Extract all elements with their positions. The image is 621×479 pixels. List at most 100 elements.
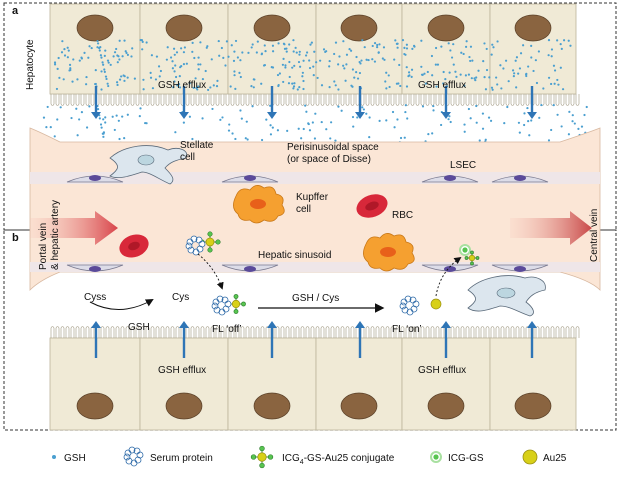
gsh-dot xyxy=(123,137,126,140)
gsh-dot xyxy=(322,48,326,51)
gsh-dot xyxy=(396,42,399,45)
gsh-dot xyxy=(421,105,425,108)
gsh-dot xyxy=(118,39,121,42)
gsh-dot xyxy=(239,75,242,79)
gsh-dot xyxy=(514,59,517,62)
gsh-dot xyxy=(556,39,559,42)
gsh-dot xyxy=(571,114,574,117)
kupffer-cell-bottom xyxy=(363,233,415,272)
gsh-dot xyxy=(171,60,174,63)
gsh-dot xyxy=(478,139,481,142)
gsh-dot xyxy=(399,136,403,140)
gsh-dot xyxy=(252,78,255,81)
gsh-dot xyxy=(191,50,194,53)
gsh-dot xyxy=(550,48,554,51)
gsh-dot xyxy=(351,115,355,119)
gsh-dot xyxy=(294,46,297,49)
gsh-dot xyxy=(229,85,232,88)
gsh-dot xyxy=(475,76,478,79)
gsh-dot xyxy=(314,112,317,115)
gsh-dot xyxy=(359,62,362,65)
gsh-dot xyxy=(356,116,359,119)
gsh-dot xyxy=(85,83,88,86)
gsh-dot xyxy=(405,66,408,69)
gsh-dot xyxy=(362,108,365,111)
gsh-dot xyxy=(130,55,133,58)
gsh-dot xyxy=(196,88,199,91)
gsh-dot xyxy=(467,107,470,111)
gsh-dot xyxy=(133,77,136,80)
gsh-dot xyxy=(207,88,210,92)
gsh-dot xyxy=(434,46,438,50)
disse-band-bottom xyxy=(30,262,600,272)
gsh-dot xyxy=(367,58,370,62)
gsh-dot xyxy=(158,75,161,78)
gsh-dot xyxy=(355,70,358,74)
gsh-dot xyxy=(177,83,181,86)
gsh-dot xyxy=(342,40,345,43)
gsh-dot xyxy=(304,54,308,57)
gsh-dot xyxy=(69,67,72,70)
gsh-dot xyxy=(251,43,254,46)
gsh-dot xyxy=(519,52,523,55)
gsh-dot xyxy=(522,44,525,47)
gsh-dot xyxy=(340,109,343,112)
gsh-dot xyxy=(432,104,435,108)
lsec-nucleus xyxy=(444,175,456,181)
gsh-dot xyxy=(94,69,97,72)
kupffer-cell-top xyxy=(233,185,285,224)
gsh-dot xyxy=(124,50,127,53)
gsh-dot xyxy=(227,55,230,58)
gsh-dot xyxy=(204,69,207,73)
gsh-dot xyxy=(88,105,91,108)
gsh-dot xyxy=(241,51,244,54)
gsh-dot xyxy=(157,65,161,68)
gsh-dot xyxy=(420,73,424,76)
gsh-dot xyxy=(141,40,144,43)
gsh-dot xyxy=(311,121,314,124)
gsh-dot xyxy=(410,75,413,78)
rbc-bottom xyxy=(119,234,149,258)
gsh-dot xyxy=(277,42,280,45)
gsh-dot xyxy=(83,51,86,54)
gsh-dot xyxy=(139,107,142,110)
gsh-dot xyxy=(102,118,105,121)
gsh-dot xyxy=(343,67,346,70)
gsh-dot xyxy=(175,51,179,54)
gsh-dot xyxy=(363,46,366,49)
hepatocyte-cell xyxy=(139,3,229,95)
gsh-dot xyxy=(255,51,258,54)
gsh-dot xyxy=(556,78,559,82)
gsh-dot xyxy=(452,63,455,66)
gsh-dot xyxy=(547,54,550,57)
gsh-dot xyxy=(330,121,333,124)
gsh-dot xyxy=(216,79,219,82)
gsh-dot xyxy=(301,75,304,78)
cys-label: Cys xyxy=(172,292,189,303)
gsh-dot xyxy=(260,138,264,142)
gsh-dot xyxy=(550,128,553,132)
gsh-dot xyxy=(308,59,311,62)
gsh-dot xyxy=(395,82,399,85)
gsh-dot xyxy=(518,131,521,134)
gsh-dot xyxy=(465,40,468,43)
gsh-dot xyxy=(471,59,474,62)
gsh-dot xyxy=(337,105,340,108)
gsh-dot xyxy=(378,119,381,122)
gsh-dot xyxy=(219,118,222,121)
gsh-dot xyxy=(358,71,362,75)
gsh-dot xyxy=(365,58,368,61)
gsh-dot xyxy=(448,115,451,118)
gsh-dot xyxy=(269,124,272,127)
lsec-nucleus xyxy=(89,175,101,181)
gsh-dot xyxy=(88,45,91,48)
gsh-dot xyxy=(452,43,455,46)
gsh-dot xyxy=(511,69,515,72)
gsh-dot xyxy=(388,85,391,89)
gsh-dot xyxy=(462,52,465,56)
gsh-dot xyxy=(351,68,354,71)
gsh-dot xyxy=(80,56,83,59)
gsh-dot xyxy=(302,87,305,91)
